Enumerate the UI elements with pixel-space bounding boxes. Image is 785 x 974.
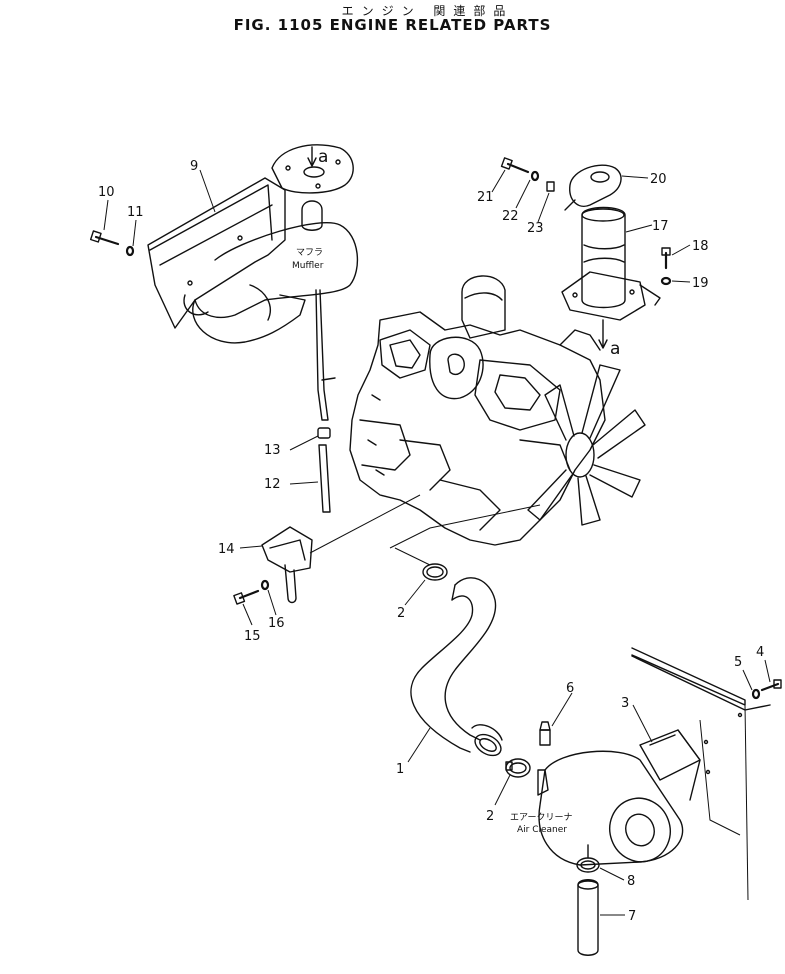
reference-arrow-bottom: a [598, 319, 620, 359]
washer-5 [751, 688, 761, 700]
reference-arrow-top: a [307, 146, 328, 167]
callout-3: 3 [621, 696, 629, 711]
callout-14: 14 [218, 542, 235, 557]
callout-2-lower: 2 [486, 809, 494, 824]
callout-22: 22 [502, 209, 519, 224]
callout-16: 16 [268, 616, 285, 631]
figure-title: FIG. 1105 ENGINE RELATED PARTS [233, 16, 552, 34]
bolt-21 [506, 162, 530, 174]
air-cleaner-assembly [537, 647, 782, 956]
callout-19: 19 [692, 276, 709, 291]
bracket-14 [261, 526, 313, 573]
muffler-body [194, 222, 359, 318]
air-intake-assembly [500, 157, 672, 321]
callout-13: 13 [264, 443, 281, 458]
callout-numbers: 1 2 2 3 4 5 6 7 8 9 10 11 12 13 14 15 16… [98, 159, 764, 924]
muffler-label-jp: マフラ [296, 247, 323, 258]
air-cleaner-body [538, 750, 684, 866]
callout-7: 7 [628, 909, 636, 924]
nut-23 [546, 181, 555, 192]
callout-15: 15 [244, 629, 261, 644]
callout-6: 6 [566, 681, 574, 696]
clamp-13 [317, 427, 331, 439]
callout-12: 12 [264, 477, 281, 492]
callout-18: 18 [692, 239, 709, 254]
bracket-assembly [233, 494, 421, 605]
hose-1 [444, 577, 497, 741]
muffler-label-en: Muffler [292, 261, 324, 271]
tube-12 [318, 444, 331, 513]
tube-7 [577, 879, 599, 956]
cap-20 [569, 164, 622, 207]
callout-23: 23 [527, 221, 544, 236]
clamp-2-upper [422, 563, 448, 581]
callout-21: 21 [477, 190, 494, 205]
callout-9: 9 [190, 159, 198, 174]
muffler-assembly [89, 144, 359, 344]
drain-parts [317, 427, 331, 513]
muffler-bracket [147, 177, 286, 329]
leader-lines [103, 169, 771, 916]
reference-mark-top: a [318, 147, 328, 167]
washer-22 [530, 170, 540, 182]
callout-17: 17 [652, 219, 669, 234]
drain-tube [315, 289, 329, 421]
callout-5: 5 [734, 655, 742, 670]
callout-11: 11 [127, 205, 144, 220]
callout-1: 1 [396, 762, 404, 777]
washer-11 [125, 245, 135, 257]
callout-8: 8 [627, 874, 635, 889]
cooling-fan [527, 364, 646, 526]
intake-flange [561, 271, 646, 321]
washer-16 [260, 579, 270, 591]
muffler-flange [271, 144, 354, 194]
japanese-title: エンジン 関連部品 [341, 4, 514, 18]
intake-hose [410, 563, 531, 778]
reference-mark-bottom: a [610, 339, 620, 359]
air-cleaner-label-en: Air Cleaner [517, 825, 567, 835]
indicator-6 [539, 729, 551, 746]
callout-4: 4 [756, 645, 764, 660]
engine-block [349, 275, 646, 546]
air-cleaner-label-jp: エアークリーナ [510, 812, 572, 823]
bolt-4 [760, 682, 780, 692]
callout-20: 20 [650, 172, 667, 187]
pipe-17 [581, 206, 626, 309]
callout-10: 10 [98, 185, 115, 200]
washer-19 [660, 276, 672, 286]
callout-2-upper: 2 [397, 606, 405, 621]
